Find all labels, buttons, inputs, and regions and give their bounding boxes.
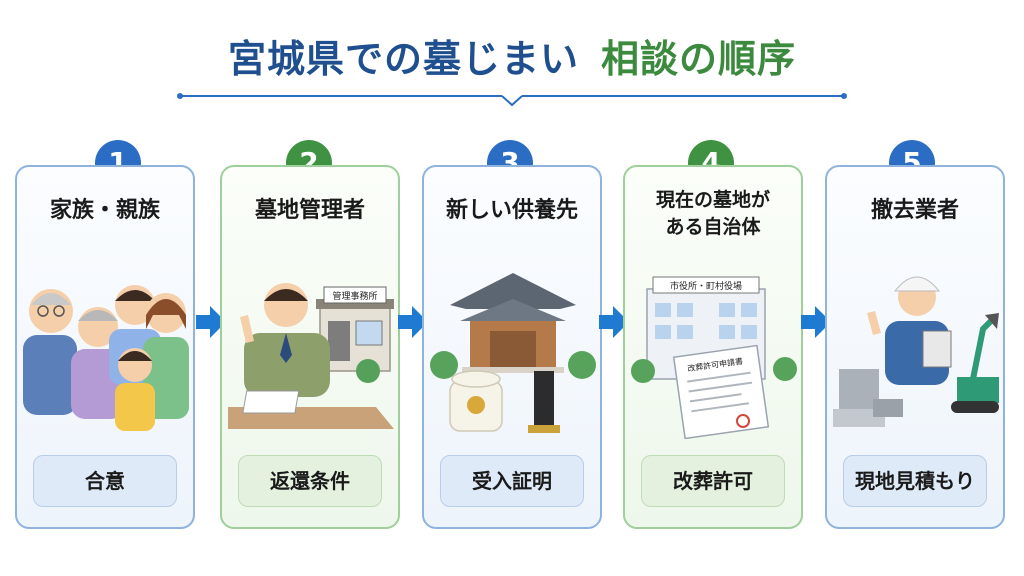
family-illustration [23, 285, 189, 431]
office-sign: 管理事務所 [332, 290, 377, 302]
step-5-label: 撤去業者 [870, 198, 959, 223]
step-5-action: 現地見積もり [843, 455, 987, 507]
step-4-label-line2: ある自治体 [665, 216, 761, 238]
page-title: 宮城県での墓じまい相談の順序 [0, 28, 1024, 83]
right-arrow-icon [801, 306, 831, 338]
step-4-card: 現在の墓地が ある自治体 市役所・町村役場 改葬許可申請書 改葬許可 [623, 165, 803, 529]
step-4-label-line1: 現在の墓地が [655, 189, 770, 211]
step-2-action: 返還条件 [238, 455, 382, 507]
right-arrow-icon [599, 306, 629, 338]
step-1-label: 家族・親族 [49, 198, 160, 223]
step-2-label: 墓地管理者 [254, 198, 365, 223]
step-1-action: 合意 [33, 455, 177, 507]
step-2-card: 墓地管理者 管理事務所 返還条件 [220, 165, 400, 529]
city-hall-illustration: 市役所・町村役場 改葬許可申請書 [631, 276, 797, 439]
temple-illustration [430, 273, 596, 433]
right-arrow-icon [196, 306, 226, 338]
step-4-label: 現在の墓地が ある自治体 [625, 187, 801, 241]
manager-illustration: 管理事務所 [228, 283, 394, 429]
step-3-label: 新しい供養先 [445, 198, 578, 223]
step-3-action: 受入証明 [440, 455, 584, 507]
title-main: 宮城県での墓じまい [227, 37, 579, 81]
worker-excavator-illustration [833, 276, 999, 427]
step-3-card: 新しい供養先 受入証明 [422, 165, 602, 529]
step-4-action: 改葬許可 [641, 455, 785, 507]
step-1-card: 家族・親族 合意 [15, 165, 195, 529]
city-hall-sign: 市役所・町村役場 [670, 280, 742, 292]
step-5-card: 撤去業者 現地見積もり [825, 165, 1005, 529]
title-sub: 相談の順序 [601, 37, 797, 81]
right-arrow-icon [398, 306, 428, 338]
title-underline [177, 93, 847, 107]
